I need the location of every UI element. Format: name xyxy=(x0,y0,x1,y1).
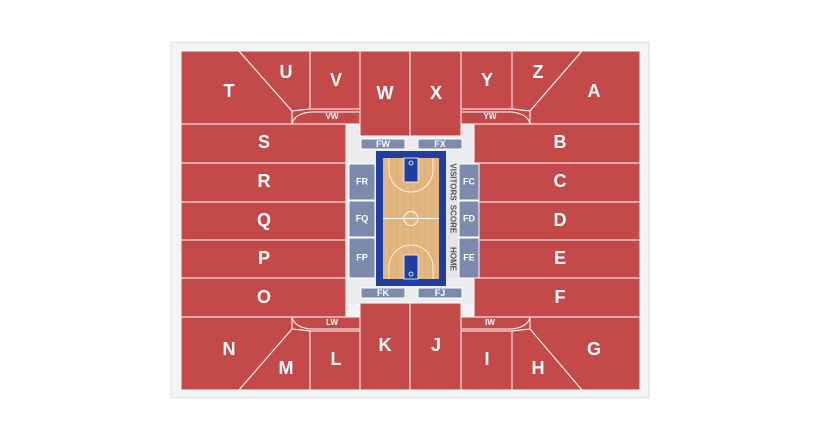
scorer-table xyxy=(447,164,458,278)
floor-FK-label: FK xyxy=(377,288,389,298)
floor-FP[interactable] xyxy=(348,237,376,279)
aisle-VW-label: VW xyxy=(326,112,339,121)
section-F[interactable] xyxy=(473,277,641,318)
section-K-label: K xyxy=(379,335,392,355)
section-O[interactable] xyxy=(180,277,347,318)
section-R-label: R xyxy=(258,171,271,191)
section-X[interactable] xyxy=(409,50,462,137)
aisle-YW-curve xyxy=(461,111,531,125)
section-K[interactable] xyxy=(359,302,411,391)
floor-FJ[interactable] xyxy=(417,287,463,299)
section-Y-label: Y xyxy=(481,70,493,90)
section-F-label: F xyxy=(555,287,566,307)
section-T-label: T xyxy=(224,81,235,101)
section-H-label: H xyxy=(532,358,545,378)
floor-FD[interactable] xyxy=(458,200,480,238)
section-Q-label: Q xyxy=(257,210,271,230)
section-Q[interactable] xyxy=(180,201,347,241)
floor-FE[interactable] xyxy=(458,237,480,279)
section-V-label: V xyxy=(330,70,342,90)
section-W-label: W xyxy=(377,83,394,103)
floor-FJ-label: FJ xyxy=(435,288,446,298)
aisle-IW-curve xyxy=(461,316,531,330)
floor-FC[interactable] xyxy=(458,163,480,201)
floor-FQ[interactable] xyxy=(348,200,376,238)
section-J-label: J xyxy=(431,335,441,355)
section-G-label: G xyxy=(587,339,601,359)
aisle-VW[interactable] xyxy=(291,108,361,125)
section-D-label: D xyxy=(554,210,567,230)
section-A-label: A xyxy=(588,81,601,101)
floor-FR-label: FR xyxy=(356,176,368,186)
section-G[interactable] xyxy=(529,316,641,391)
basketball-court xyxy=(376,151,446,286)
floor-FD-label: FD xyxy=(463,213,475,223)
floor-FC-label: FC xyxy=(463,176,475,186)
floor-FP-label: FP xyxy=(356,252,368,262)
section-N-label: N xyxy=(223,339,236,359)
aisle-VW-curve xyxy=(291,111,360,125)
section-L[interactable] xyxy=(309,330,361,391)
floor-FX-label: FX xyxy=(434,139,446,149)
section-E-label: E xyxy=(554,248,566,268)
floor-FR[interactable] xyxy=(348,163,376,201)
section-P-label: P xyxy=(258,248,270,268)
section-B[interactable] xyxy=(473,123,641,164)
section-Z-label: Z xyxy=(533,62,544,82)
floor-FE-label: FE xyxy=(463,252,475,262)
aisle-LW-label: LW xyxy=(326,318,338,327)
floor-FX[interactable] xyxy=(417,138,463,150)
section-S[interactable] xyxy=(180,123,347,164)
section-X-label: X xyxy=(430,83,442,103)
section-C-label: C xyxy=(554,171,567,191)
aisle-LW-curve xyxy=(291,316,360,330)
scorer-score: SCORE xyxy=(448,205,457,234)
floor-FW[interactable] xyxy=(360,138,406,150)
section-M-label: M xyxy=(279,358,294,378)
section-I[interactable] xyxy=(460,330,513,391)
section-S-label: S xyxy=(258,132,270,152)
scorer-home: HOME xyxy=(448,247,457,272)
section-J[interactable] xyxy=(409,302,462,391)
scorer-visitors: VISITORS xyxy=(448,163,457,201)
section-P[interactable] xyxy=(180,239,347,279)
floor-FW-label: FW xyxy=(376,139,390,149)
aisle-YW-label: YW xyxy=(484,112,497,121)
section-R[interactable] xyxy=(180,162,347,203)
floor-FQ-label: FQ xyxy=(356,213,369,223)
aisle-IW-label: IW xyxy=(485,318,495,327)
section-I-label: I xyxy=(484,349,489,369)
section-O-label: O xyxy=(257,287,271,307)
section-U-label: U xyxy=(280,62,293,82)
floor-FK[interactable] xyxy=(360,287,406,299)
section-L-label: L xyxy=(331,349,342,369)
aisle-YW[interactable] xyxy=(460,108,531,125)
section-B-label: B xyxy=(554,132,567,152)
